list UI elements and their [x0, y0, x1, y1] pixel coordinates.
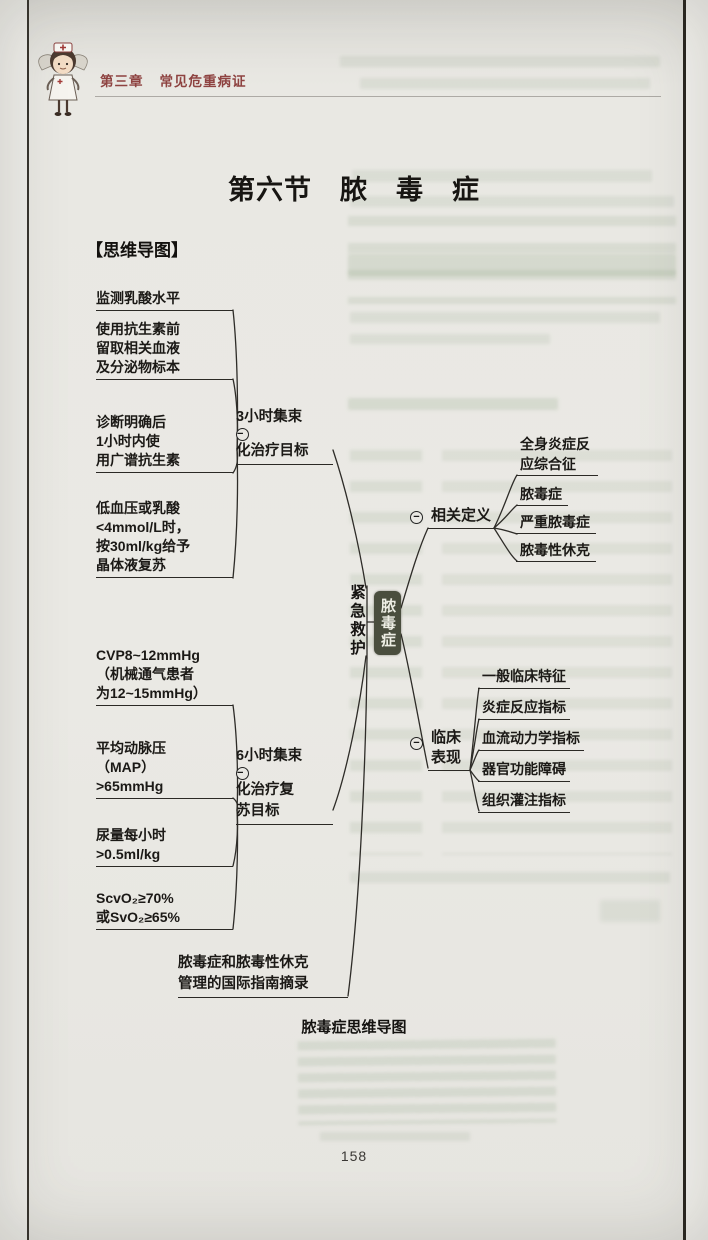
mindmap-leaf-scvo2: ScvO₂≥70% 或SvO₂≥65% — [96, 889, 233, 930]
node-line: 表现 — [431, 749, 462, 766]
node-line-row: 6小时集束 − — [236, 746, 333, 780]
figure-caption: 脓毒症思维导图 — [301, 1019, 407, 1036]
node-line: 管理的国际指南摘录 — [178, 976, 309, 992]
mindmap-section-label: 【思维导图】 — [86, 241, 188, 260]
mindmap-node-clinical: 临床 表现 — [428, 728, 470, 771]
bleedthrough-artifact — [352, 170, 652, 182]
scan-margin-left — [0, 0, 27, 1240]
page-edge-left — [27, 0, 29, 1240]
mindmap-node-urgent-rescue: 紧急救护 — [348, 584, 365, 658]
leaf-line: 一般临床特征 — [482, 668, 566, 684]
mindmap-leaf-general-features: 一般临床特征 — [478, 667, 570, 689]
leaf-line: CVP8~12mmHg — [96, 647, 200, 663]
node-line: 相关定义 — [431, 507, 492, 524]
header-rule — [95, 96, 661, 97]
leaf-line: 或SvO₂≥65% — [96, 909, 180, 925]
bleedthrough-artifact — [350, 872, 670, 883]
mindmap-leaf-specimens: 使用抗生素前 留取相关血液 及分泌物标本 — [96, 320, 233, 380]
leaf-line: 尿量每小时 — [96, 827, 166, 843]
bleedthrough-artifact — [348, 254, 676, 276]
chapter-number: 第三章 — [100, 74, 144, 89]
mindmap-leaf-urine-output: 尿量每小时 >0.5ml/kg — [96, 826, 233, 867]
mindmap-leaf-antibiotics: 诊断明确后 1小时内使 用广谱抗生素 — [96, 413, 233, 473]
leaf-line: 诊断明确后 — [96, 414, 166, 430]
node-line: 苏目标 — [236, 803, 280, 819]
node-line: 6小时集束 — [236, 748, 303, 764]
bleedthrough-artifact — [350, 334, 550, 344]
mindmap-leaf-sirs: 全身炎症反 应综合征 — [516, 434, 598, 476]
node-line: 临床 — [431, 729, 462, 746]
page-edge-right — [683, 0, 686, 1240]
node-line: 化治疗目标 — [236, 443, 309, 459]
page-number: 158 — [340, 1148, 368, 1164]
leaf-line: >65mmHg — [96, 778, 164, 794]
leaf-line: 为12~15mmHg） — [96, 685, 207, 701]
mindmap-leaf-monitor-lactate: 监测乳酸水平 — [96, 289, 233, 311]
mindmap-node-definitions: 相关定义 — [428, 506, 494, 529]
leaf-line: 晶体液复苏 — [96, 557, 166, 573]
mindmap-leaf-severe-sepsis: 严重脓毒症 — [516, 512, 596, 534]
mindmap-leaf-organ-dysfunction: 器官功能障碍 — [478, 760, 570, 782]
leaf-line: 及分泌物标本 — [96, 359, 180, 375]
collapse-minus-icon: − — [410, 737, 423, 750]
bleedthrough-table — [348, 216, 676, 304]
bleedthrough-artifact — [340, 56, 660, 67]
mindmap-leaf-fluid-resuscitation: 低血压或乳酸 <4mmol/L时， 按30ml/kg给予 晶体液复苏 — [96, 499, 233, 578]
mindmap-leaf-sepsis: 脓毒症 — [516, 484, 568, 506]
mindmap-leaf-map: 平均动脉压 （MAP） >65mmHg — [96, 739, 233, 799]
node-line: 化治疗复 — [236, 782, 294, 798]
node-line: 脓毒症和脓毒性休克 — [178, 955, 309, 971]
chapter-header: 第三章常见危重病证 — [100, 70, 247, 90]
leaf-line: 留取相关血液 — [96, 340, 180, 356]
collapse-minus-icon: − — [236, 767, 249, 780]
leaf-line: 平均动脉压 — [96, 740, 166, 756]
mindmap-leaf-cvp: CVP8~12mmHg （机械通气患者 为12~15mmHg） — [96, 646, 233, 706]
collapse-minus-icon: − — [236, 428, 249, 441]
mindmap-leaf-tissue-perfusion: 组织灌注指标 — [478, 791, 570, 813]
leaf-line: （机械通气患者 — [96, 666, 194, 682]
section-title: 第六节 脓 毒 症 — [228, 175, 480, 205]
bleedthrough-artifact — [350, 196, 674, 207]
mindmap-node-6h-bundle: 6小时集束 − 化治疗复 苏目标 — [236, 746, 333, 825]
mindmap-leaf-hemodynamics: 血流动力学指标 — [478, 729, 584, 751]
leaf-line: 脓毒性休克 — [520, 542, 590, 558]
leaf-line: ScvO₂≥70% — [96, 890, 174, 906]
node-line: 3小时集束 — [236, 409, 303, 425]
leaf-line: >0.5ml/kg — [96, 846, 161, 862]
bleedthrough-artifact — [350, 312, 660, 323]
leaf-line: （MAP） — [96, 759, 156, 775]
leaf-line: 全身炎症反 — [520, 436, 590, 452]
mindmap-leaf-septic-shock: 脓毒性休克 — [516, 540, 596, 562]
bleedthrough-table — [442, 450, 672, 855]
collapse-minus-icon: − — [410, 511, 423, 524]
leaf-line: 应综合征 — [520, 456, 576, 472]
leaf-line: 使用抗生素前 — [96, 321, 180, 337]
mindmap-node-3h-bundle: 3小时集束 − 化治疗目标 — [236, 407, 333, 465]
leaf-line: 脓毒症 — [520, 486, 562, 502]
leaf-line: 炎症反应指标 — [482, 699, 566, 715]
leaf-line: 监测乳酸水平 — [96, 290, 180, 306]
bleedthrough-artifact — [348, 398, 558, 410]
leaf-line: 严重脓毒症 — [520, 514, 590, 530]
bleedthrough-artifact — [320, 1132, 470, 1141]
leaf-line: <4mmol/L时， — [96, 519, 190, 535]
leaf-line: 低血压或乳酸 — [96, 500, 180, 516]
node-line-row: 3小时集束 − — [236, 407, 333, 441]
leaf-line: 用广谱抗生素 — [96, 452, 180, 468]
leaf-line: 组织灌注指标 — [482, 792, 566, 808]
leaf-line: 器官功能障碍 — [482, 761, 566, 777]
leaf-line: 按30ml/kg给予 — [96, 538, 191, 554]
bleedthrough-artifact — [600, 900, 660, 922]
mindmap-root-sepsis: 脓毒症 — [374, 591, 401, 655]
bleedthrough-artifact — [360, 78, 650, 89]
leaf-line: 血流动力学指标 — [482, 730, 580, 746]
mindmap-leaf-inflammation: 炎症反应指标 — [478, 698, 570, 720]
nurse-mascot-icon — [38, 42, 88, 116]
mindmap-node-guideline: 脓毒症和脓毒性休克 管理的国际指南摘录 — [178, 953, 348, 998]
leaf-line: 1小时内使 — [96, 433, 160, 449]
scan-margin-right — [686, 0, 708, 1240]
chapter-title: 常见危重病证 — [159, 74, 247, 89]
